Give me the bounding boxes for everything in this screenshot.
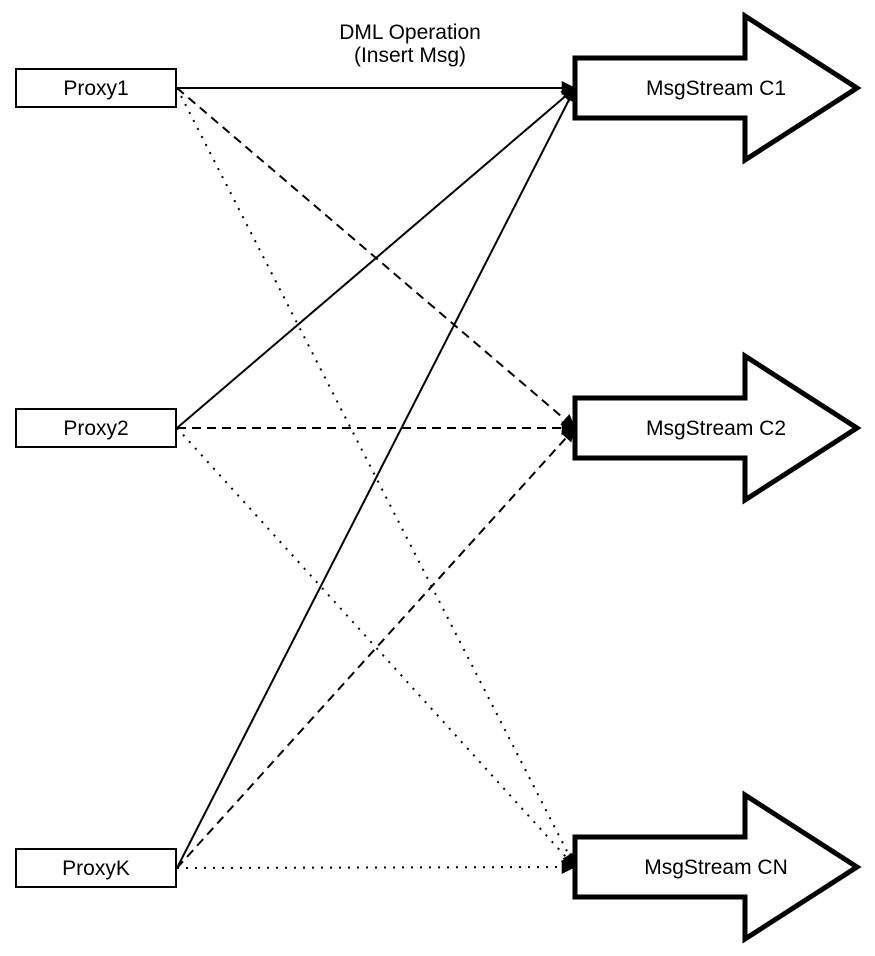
- stream-arrow-shapes: [572, 11, 862, 944]
- proxy1-node: Proxy1: [15, 68, 177, 108]
- edge-proxy1-c2: [176, 87, 576, 429]
- msgstream-c2-arrow-shape: [572, 351, 862, 505]
- edge-proxy2-cn: [176, 427, 576, 868]
- edge-proxyk-c2: [176, 427, 576, 869]
- edge-proxyk-c1: [176, 87, 576, 869]
- edge-proxyk-cn: [176, 860, 576, 875]
- msgstream-c1-arrow-shape: [572, 11, 862, 165]
- dml-operation-line2: (Insert Msg): [353, 44, 466, 67]
- proxy1-label: Proxy1: [63, 76, 129, 100]
- edge-proxy1-cn: [176, 87, 576, 868]
- dml-operation-line1: DML Operation: [339, 21, 481, 44]
- edges-layer: [176, 81, 576, 875]
- proxy2-node: Proxy2: [15, 408, 177, 448]
- msgstream-cn-arrow-shape: [572, 790, 862, 944]
- proxy2-label: Proxy2: [63, 416, 129, 440]
- proxyk-label: ProxyK: [62, 856, 130, 880]
- dml-operation-label: DML Operation (Insert Msg): [285, 21, 535, 67]
- proxyk-node: ProxyK: [15, 848, 177, 888]
